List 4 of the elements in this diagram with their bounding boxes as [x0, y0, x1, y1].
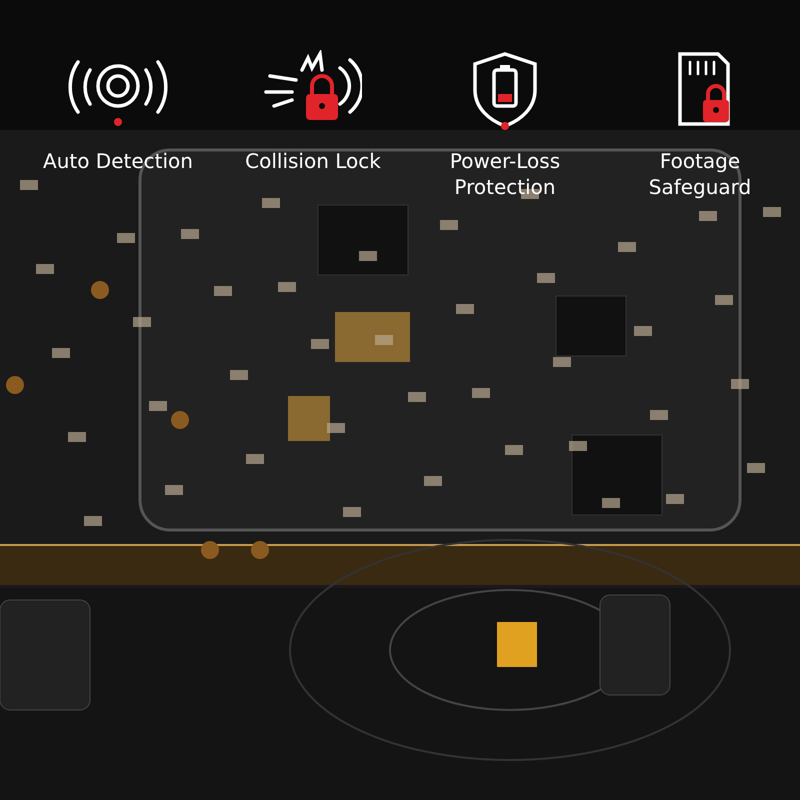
feature-label: Collision Lock: [244, 148, 382, 174]
feature-label: Power-Loss Protection: [448, 148, 562, 200]
feature-label: Auto Detection: [42, 148, 194, 174]
feature-label: Footage Safeguard: [648, 148, 752, 200]
